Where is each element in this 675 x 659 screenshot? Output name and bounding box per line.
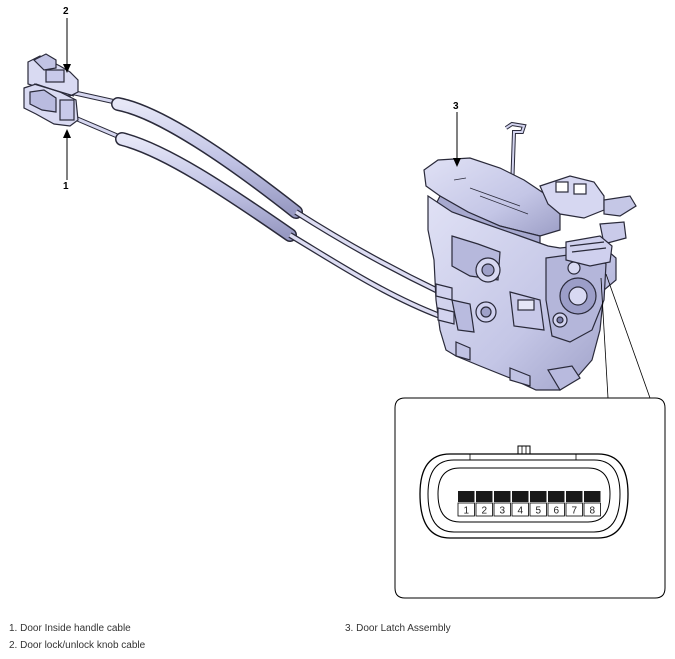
connector-pin-4	[512, 491, 529, 502]
connector-pin-5	[530, 491, 547, 502]
legend-item-3: 3. Door Latch Assembly	[345, 623, 451, 634]
pin-number-5: 5	[535, 506, 541, 517]
connector-pin-row	[458, 491, 601, 502]
pin-number-1: 1	[463, 506, 469, 517]
pin-number-6: 6	[553, 506, 559, 517]
cable-assembly	[72, 90, 442, 319]
pin-number-cell-3	[493, 502, 511, 517]
pin-number-cell-2	[475, 502, 493, 517]
pin-number-3: 3	[499, 506, 505, 517]
legend-item-1: 1. Door Inside handle cable	[9, 623, 131, 634]
cable-end-clip	[23, 53, 79, 127]
callout-1-arrow	[63, 129, 71, 180]
connector-pin-2	[476, 491, 493, 502]
callout-1-label: 1	[63, 181, 69, 192]
callout-2-arrow	[63, 18, 71, 73]
connector-pin-labels: 1 2 3 4 5 6 7 8	[457, 502, 601, 517]
pin-number-cell-7	[565, 502, 583, 517]
callout-3-label: 3	[453, 101, 459, 112]
connector-face	[419, 445, 629, 539]
pin-number-cell-4	[511, 502, 529, 517]
pin-number-4: 4	[517, 506, 523, 517]
pin-number-cell-6	[547, 502, 565, 517]
callout-2-label: 2	[63, 6, 69, 17]
connector-pin-1	[458, 491, 475, 502]
detail-leader-lines	[600, 273, 651, 399]
connector-pin-8	[584, 491, 601, 502]
legend-item-2: 2. Door lock/unlock knob cable	[9, 640, 146, 651]
pin-number-2: 2	[481, 506, 487, 517]
pin-number-cell-5	[529, 502, 547, 517]
pin-number-cell-8	[583, 502, 601, 517]
callout-3-arrow	[453, 112, 461, 167]
connector-pin-7	[566, 491, 583, 502]
pin-number-8: 8	[589, 506, 595, 517]
connector-pin-6	[548, 491, 565, 502]
pin-number-7: 7	[571, 506, 577, 517]
connector-pin-3	[494, 491, 511, 502]
pin-number-cell-1	[457, 502, 475, 517]
door-latch-assembly	[423, 121, 637, 391]
